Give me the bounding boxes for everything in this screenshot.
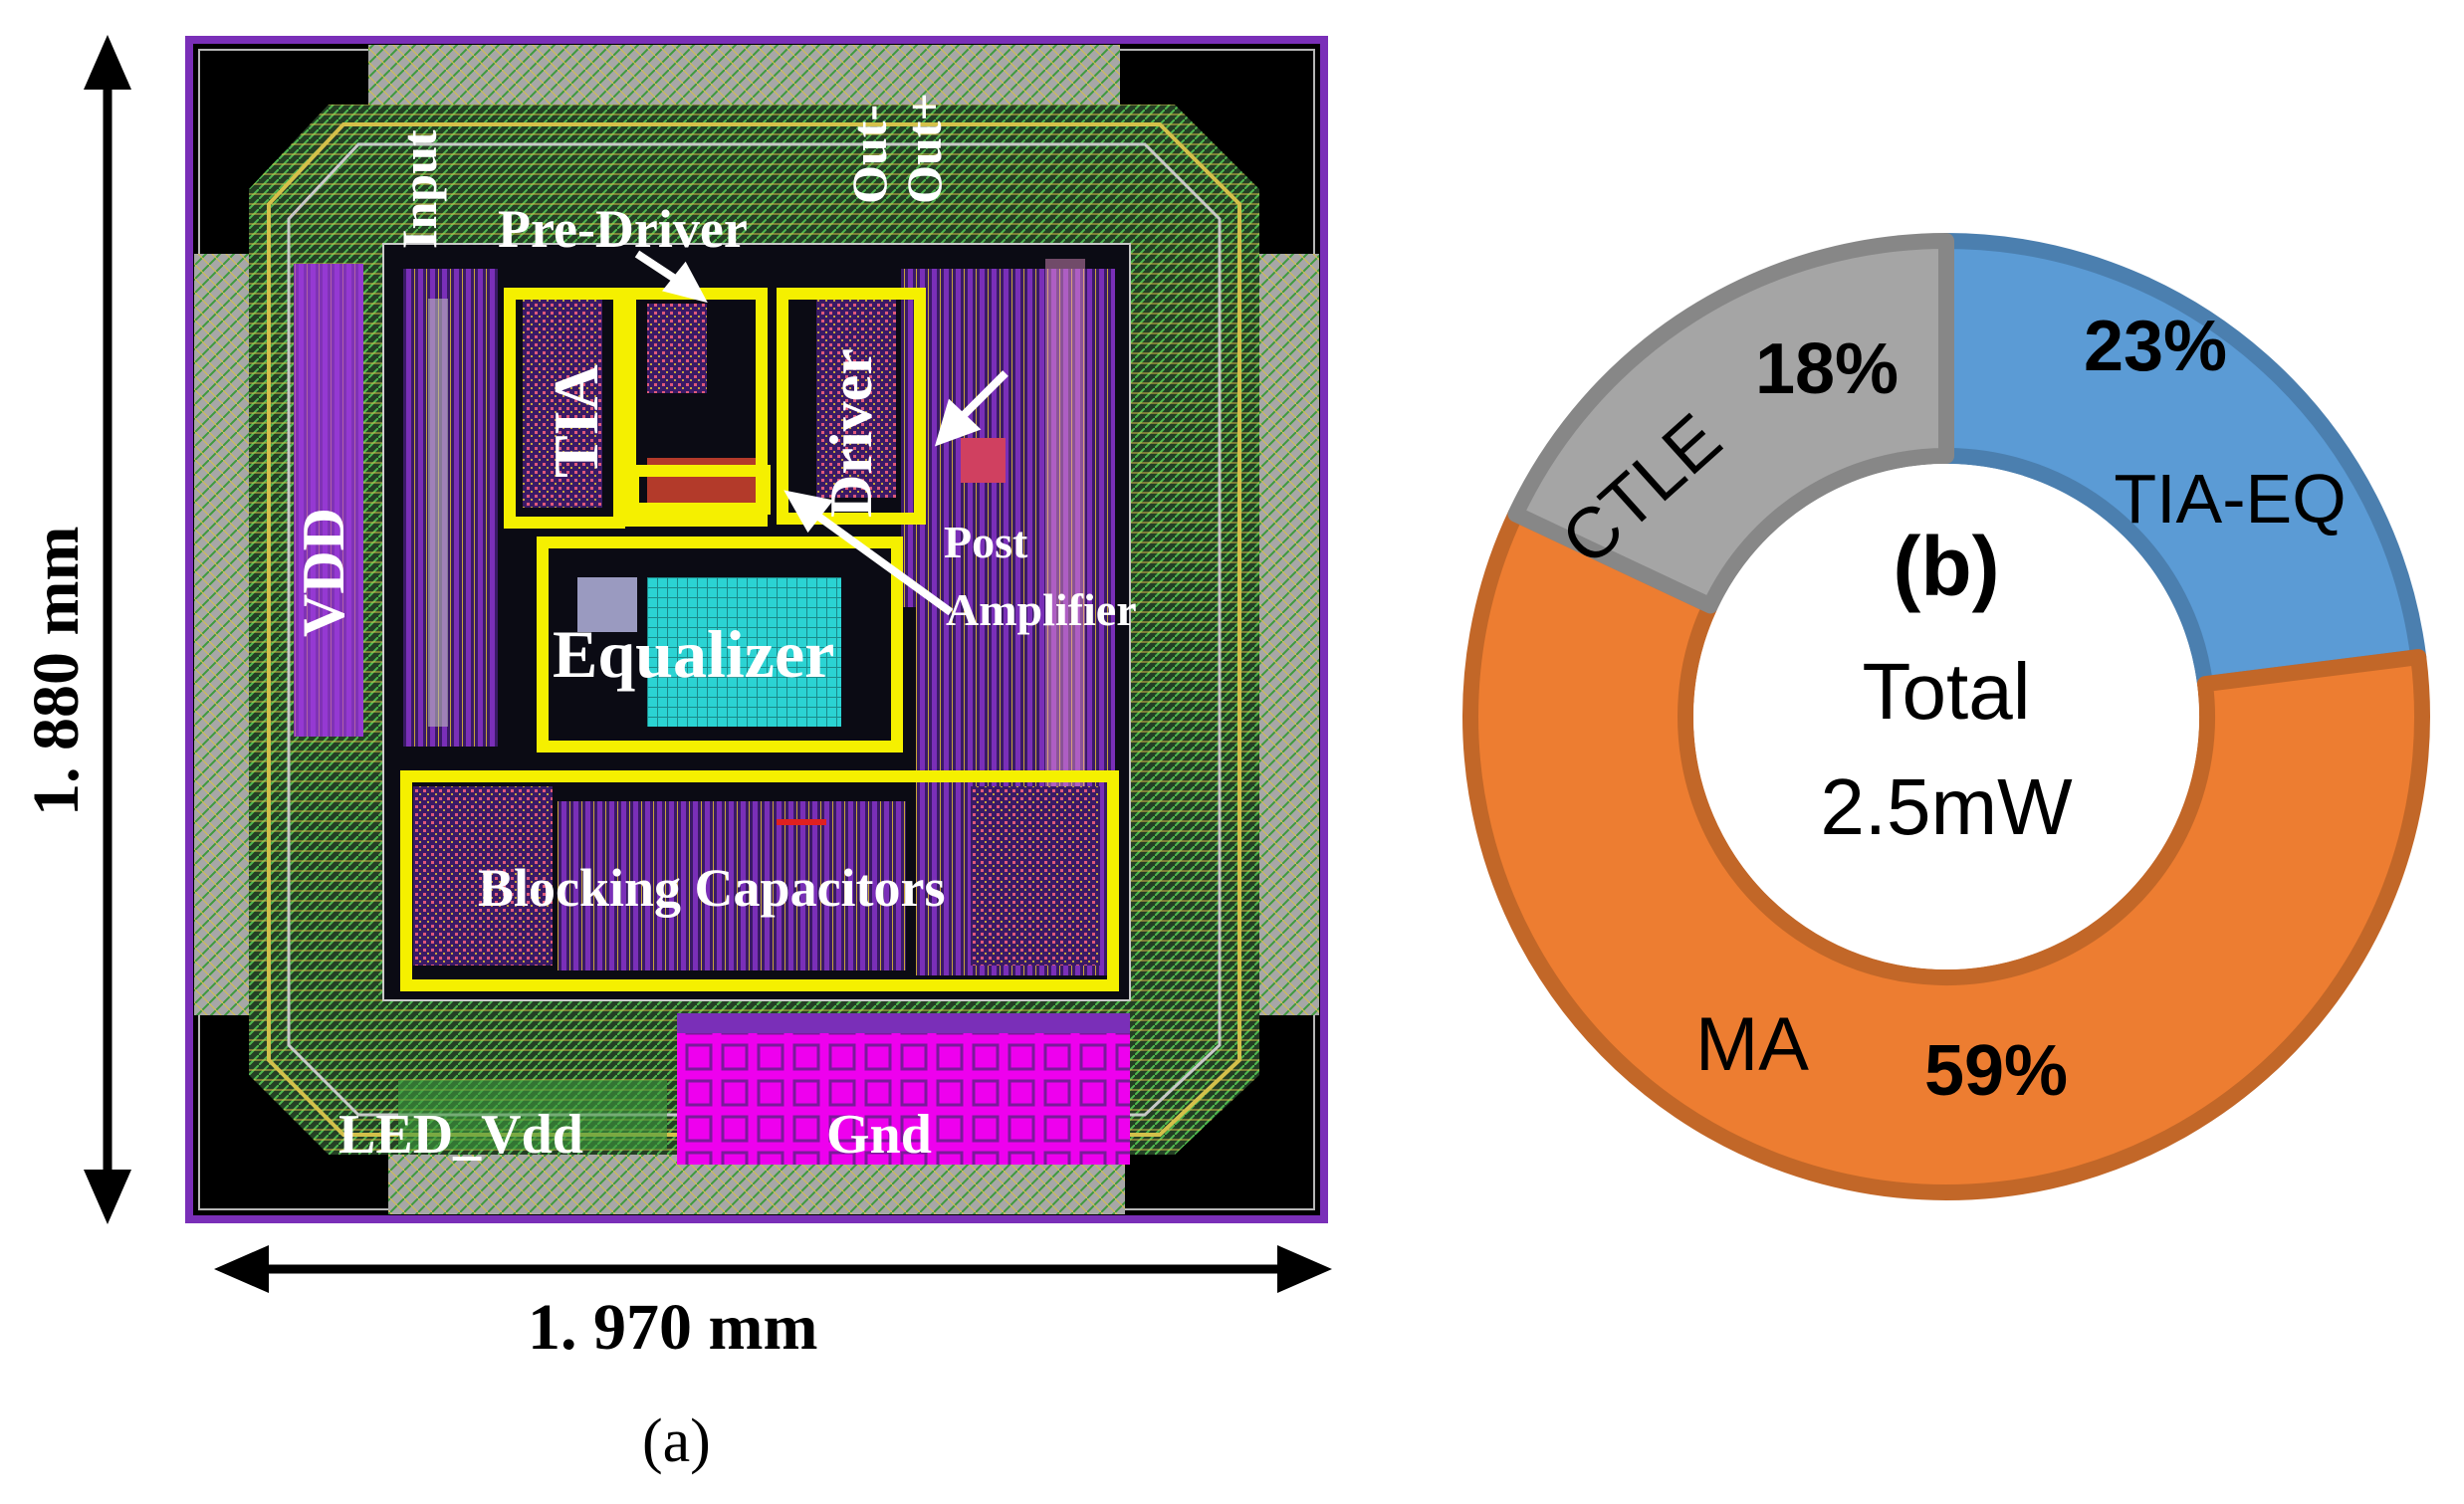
label-vdd: VDD [291,508,356,637]
slice-value-ctle: 18% [1755,329,1899,409]
pre-driver-arrow [662,261,708,304]
slice-value-ma: 59% [1924,1031,2068,1111]
slice-label-ma: MA [1695,1002,1809,1087]
driver-arrow [934,398,982,447]
height-dimension-label: 1. 880 mm [20,527,93,816]
label-tia: TIA [541,364,611,478]
label-input: Input [391,129,447,249]
donut-center-power: 2.5mW [1820,762,2073,851]
post-amplifier-arrow [784,490,834,534]
label-equalizer: Equalizer [553,616,834,692]
panel-a-caption: (a) [642,1407,711,1475]
label-out-plus: Out+ [896,93,952,204]
tia-box [504,288,625,529]
gnd-pads [677,1020,1130,1165]
label-blocking-capacitors: Blocking Capacitors [478,858,946,918]
slice-value-tia-eq: 23% [2084,307,2227,386]
donut-slice-tia-eq [1938,233,2427,693]
width-dimension-arrow [214,1245,1332,1293]
width-dimension-label: 1. 970 mm [528,1291,817,1364]
label-gnd: Gnd [826,1104,932,1166]
equalizer-box [537,537,903,752]
donut-slice-ctle [1507,233,1954,614]
label-amplifier: Amplifier [946,584,1137,635]
label-led-vdd: LED_Vdd [338,1104,583,1166]
driver-box [777,288,926,525]
donut-slice-ma [1462,506,2430,1200]
donut-center-total: Total [1863,647,2031,736]
donut-hole [1693,464,2199,969]
donut-panel-label: (b) [1893,520,1999,613]
slice-label-tia-eq: TIA-EQ [2114,460,2346,537]
chip-layout: Input Out- Out+ Pre-Driver TIA Driver Po… [20,35,1332,1475]
power-donut-chart [1462,233,2430,1200]
label-out-minus: Out- [841,105,897,204]
annotation-arrows [634,250,1008,616]
label-post: Post [944,517,1028,567]
post-amplifier-box [627,465,771,515]
label-pre-driver: Pre-Driver [498,199,748,259]
equalizer-core [647,577,841,727]
label-driver: Driver [818,348,884,518]
blocking-capacitors-box [400,770,1119,991]
height-dimension-arrow [84,35,131,1224]
